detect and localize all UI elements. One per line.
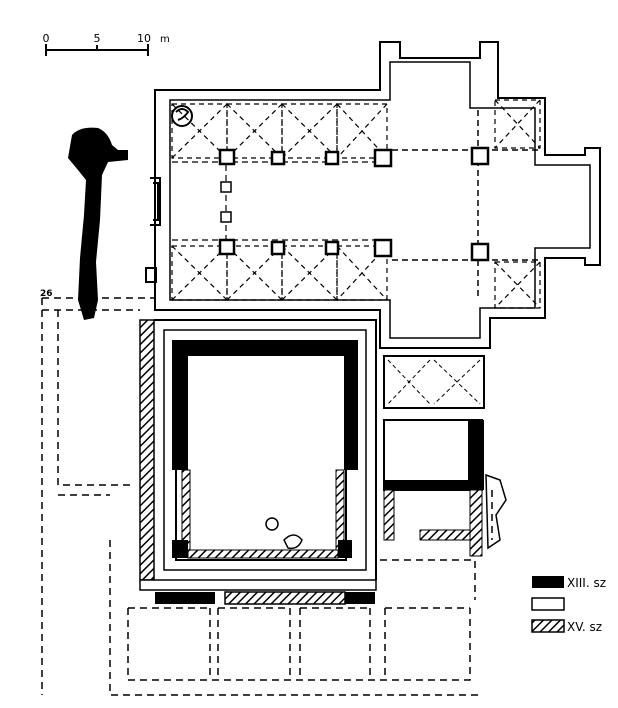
- legend-swatch-outline: [531, 597, 565, 611]
- legend-label-xv: XV. sz: [567, 620, 602, 634]
- legend-swatch-solid: [532, 576, 564, 588]
- cloister-outer-dashed: [41, 297, 493, 696]
- legend: XIII. sz XV. sz: [531, 576, 606, 634]
- marker-label: 26: [40, 289, 53, 299]
- scale-tick-5: 5: [94, 32, 101, 45]
- spiral-stair-icon: [171, 105, 193, 127]
- scale-tick-10: 10: [137, 32, 151, 45]
- cloister-walk: [139, 319, 377, 605]
- legend-swatch-hatched: [531, 619, 565, 633]
- scale-tick-0: 0: [43, 32, 50, 45]
- nave-center-lines: [172, 161, 390, 241]
- west-portal: [145, 177, 161, 283]
- nave-vaults-south: [171, 245, 388, 301]
- transept-chapels: [494, 99, 541, 309]
- legend-label-xiii: XIII. sz: [567, 576, 606, 590]
- church-plan: [154, 41, 601, 349]
- nave-vaults-north: [171, 103, 388, 159]
- east-range: [383, 355, 507, 557]
- nave-piers: [218, 146, 490, 262]
- west-wall-fragment: [68, 127, 128, 321]
- scale-unit: m: [160, 34, 170, 45]
- scale-bar: 0 5 10 m: [43, 32, 170, 56]
- cloister-garth: [172, 340, 358, 561]
